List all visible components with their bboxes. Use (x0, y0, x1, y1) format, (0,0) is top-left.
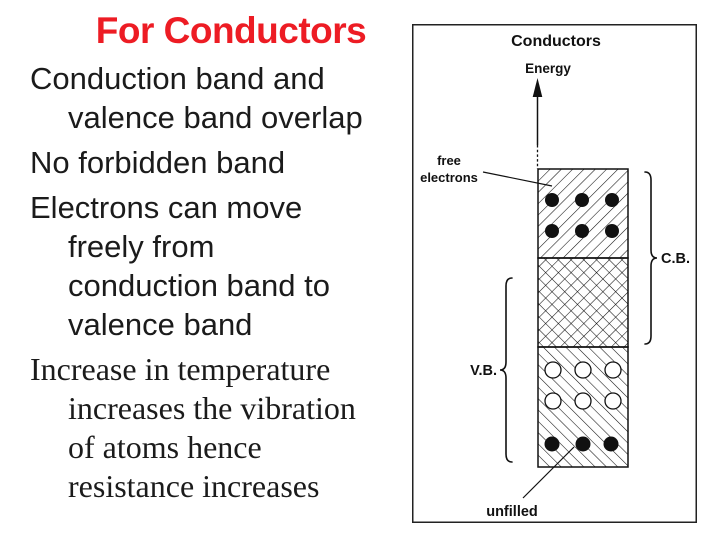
energy-axis-arrowhead-icon (532, 78, 543, 97)
bullet-line: valence band (68, 307, 253, 342)
energy-axis-label: Energy (525, 61, 571, 76)
bullet-line: resistance increases (68, 468, 320, 504)
free-electron-dot (605, 193, 619, 207)
bullet-line: No forbidden band (30, 145, 286, 180)
free-electron-dot (545, 193, 559, 207)
bullet-line: increases the vibration (68, 390, 356, 426)
unfilled-electron-circle (544, 361, 562, 379)
filled-electron-dot (603, 436, 619, 452)
unfilled-electron-circle (604, 361, 622, 379)
bullet-paragraph-1: Conduction band and valence band overlap (30, 59, 432, 137)
unfilled-electron-circle (574, 361, 592, 379)
bullet-line: valence band overlap (68, 100, 363, 135)
cb-label: C.B. (661, 251, 690, 267)
free-electron-dot (575, 193, 589, 207)
free-electron-dots (545, 193, 619, 238)
diagram-title: Conductors (511, 33, 601, 50)
band-diagram: Conductors Energy (412, 24, 697, 523)
bullet-paragraph-3: Electrons can move freely from conductio… (30, 188, 432, 344)
bullet-paragraph-2: No forbidden band (30, 143, 432, 182)
unfilled-electron-circles (544, 361, 622, 410)
bullet-line: of atoms hence (68, 429, 262, 465)
unfilled-electron-circle (544, 392, 562, 410)
unfilled-pointer-line (522, 446, 575, 499)
bullet-line: Increase in temperature (30, 351, 331, 387)
bullet-paragraph-4: Increase in temperature increases the vi… (30, 350, 432, 506)
bullet-line: Conduction band and (30, 61, 325, 96)
unfilled-label: unfilled (486, 504, 538, 520)
slide-title: For Conductors (95, 10, 367, 51)
overlap-band-rect (537, 257, 629, 348)
filled-electron-dot (575, 436, 591, 452)
free-electrons-label: free (437, 153, 461, 168)
unfilled-electron-circle (574, 392, 592, 410)
vb-label: V.B. (470, 363, 497, 379)
vb-brace (499, 277, 513, 463)
bullet-list: Conduction band and valence band overlap… (30, 59, 432, 506)
bullet-line: conduction band to (68, 268, 330, 303)
cb-brace (644, 171, 658, 345)
slide-text-column: For Conductors Conduction band and valen… (30, 8, 432, 512)
free-electron-dot (575, 224, 589, 238)
free-electron-dot (545, 224, 559, 238)
bullet-line: freely from (68, 229, 215, 264)
bullet-line: Electrons can move (30, 190, 303, 225)
valence-filled-electron-dots (544, 436, 619, 452)
free-electron-dot (605, 224, 619, 238)
free-electrons-label: electrons (420, 170, 478, 185)
band-diagram-panel: Conductors Energy (412, 24, 697, 523)
filled-electron-dot (544, 436, 560, 452)
free-electrons-pointer-line (482, 171, 553, 187)
conduction-band-rect (537, 168, 629, 259)
unfilled-electron-circle (604, 392, 622, 410)
